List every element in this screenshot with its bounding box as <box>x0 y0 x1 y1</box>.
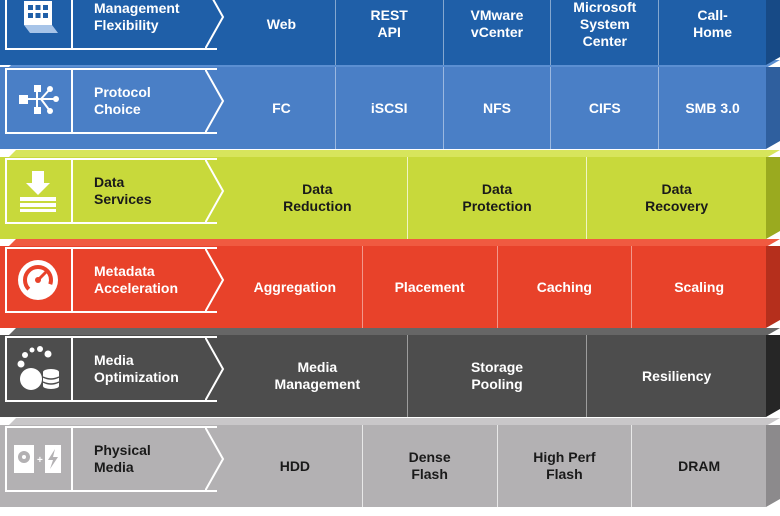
stack-layer: Media Optimization Media Management Stora… <box>0 328 780 417</box>
layer-cell: NFS <box>442 67 551 149</box>
layer-cell: Data Recovery <box>586 157 766 239</box>
layer-label: Physical Media <box>94 442 151 475</box>
layer-top-face <box>8 150 780 158</box>
grid-icon <box>5 0 73 50</box>
layer-label-box <box>5 336 217 402</box>
layer-band <box>0 67 766 149</box>
layer-cell: SMB 3.0 <box>658 67 766 149</box>
layer-band <box>0 335 766 417</box>
layer-label-box <box>5 0 217 50</box>
label-arrow-tip <box>205 68 225 134</box>
layer-cell: Media Management <box>274 359 361 392</box>
layer-top-face <box>8 328 780 336</box>
label-arrow-tip <box>205 158 225 224</box>
layer-label: Metadata Acceleration <box>94 263 179 296</box>
layer-cell: Aggregation <box>253 278 337 295</box>
layer-cell: Data Protection <box>406 157 587 239</box>
download-stack-icon <box>5 158 73 224</box>
layer-band <box>0 157 766 239</box>
layer-side-face <box>766 0 780 65</box>
layer-label-box <box>5 158 217 224</box>
layer-cell: HDD <box>279 457 311 474</box>
layer-cell: Microsoft System Center <box>550 0 658 65</box>
layer-cell: Resiliency <box>586 335 766 417</box>
layer-side-face <box>766 335 780 417</box>
layer-side-face <box>766 425 780 507</box>
layer-label-box <box>5 247 217 313</box>
layer-label-box <box>5 426 217 492</box>
layer-cell: Call- Home <box>658 0 766 65</box>
gauge-icon <box>5 247 73 313</box>
layer-label: Protocol Choice <box>94 84 151 117</box>
layer-cell: REST API <box>334 0 443 65</box>
layer-band <box>0 246 766 328</box>
layer-side-face <box>766 246 780 328</box>
label-arrow-tip <box>205 247 225 313</box>
layer-cell: iSCSI <box>334 67 443 149</box>
svg-text:+: + <box>37 455 43 466</box>
layer-cell: FC <box>272 99 291 116</box>
layer-cell: DRAM <box>631 425 766 507</box>
layer-cell: Caching <box>496 246 632 328</box>
layer-label: Data Services <box>94 174 152 207</box>
layer-label: Media Optimization <box>94 352 179 385</box>
layer-cell: High Perf Flash <box>496 425 632 507</box>
layer-side-face <box>766 67 780 149</box>
layer-band <box>0 0 766 65</box>
layer-label: Management Flexibility <box>94 0 180 33</box>
layer-cell: Scaling <box>631 246 766 328</box>
stack-layer: Metadata Acceleration Aggregation Placeme… <box>0 239 780 328</box>
disk-flash-icon: + <box>5 426 73 492</box>
stack-layer: Data Services Data Reduction Data Protect… <box>0 150 780 239</box>
layer-cell: CIFS <box>550 67 658 149</box>
layer-cell: VMware vCenter <box>442 0 551 65</box>
label-arrow-tip <box>205 426 225 492</box>
layer-band <box>0 425 766 507</box>
media-database-icon <box>5 336 73 402</box>
label-arrow-tip <box>205 0 225 50</box>
network-icon <box>5 68 73 134</box>
layer-cell: Web <box>266 15 297 32</box>
layer-side-face <box>766 157 780 239</box>
layer-cell: Dense Flash <box>361 425 497 507</box>
layer-cell: Placement <box>361 246 497 328</box>
layer-top-face <box>8 239 780 247</box>
layer-top-face <box>8 418 780 426</box>
layer-cell: Data Reduction <box>283 181 352 214</box>
layer-label-box <box>5 68 217 134</box>
layer-cell: Storage Pooling <box>406 335 587 417</box>
label-arrow-tip <box>205 336 225 402</box>
